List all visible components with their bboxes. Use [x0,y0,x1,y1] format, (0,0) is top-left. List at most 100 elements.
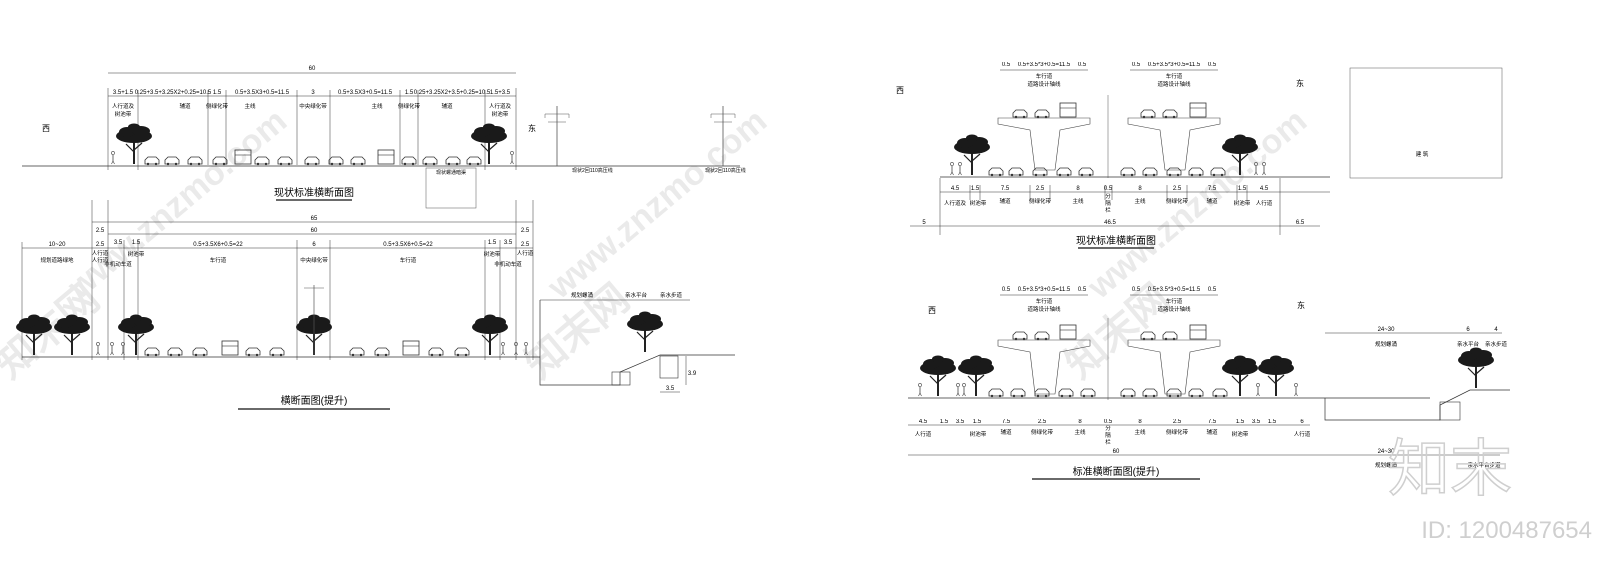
lane-label: 车行道 [1166,297,1183,305]
dim-label: 1.5 [213,90,222,96]
dim-label: 2.5 [1173,186,1182,192]
lane-label: 树池带 [128,250,145,258]
lane-label: 侧绿化带 [1166,428,1189,436]
lane-label: 车行道 [1036,72,1053,80]
lane-label: 隔 [1105,431,1111,439]
watermark-logo: 知末 [1388,435,1512,504]
lane-label: 主线 [1074,428,1086,436]
lane-label: 主线 [1134,197,1146,205]
lane-label: 树池带 [492,110,509,118]
dim-label: 0.5 [1104,419,1113,425]
watermark-id: ID: 1200487654 [1421,517,1592,544]
dim-label: 0.5 [1132,62,1141,68]
lane-label: 辅道 [1206,197,1218,205]
dim-label: 6 [1466,327,1470,333]
direction-east: 东 [1297,300,1305,310]
dim-label: 1.5 [1236,419,1245,425]
dim-label: 1.5 [940,419,949,425]
dim-total: 65 [311,216,318,222]
direction-east: 东 [528,123,536,133]
watermark-site: www.znzmo.com [60,102,294,307]
dim-label: 3.5 [1252,419,1261,425]
dim-label: 0.25+3.5+3.25X2+0.25=10.5 [135,90,212,96]
lane-label: 人行道及 [489,102,512,110]
dim-label: 1.5+3.5 [490,90,511,96]
dim-label: 1.5 [1238,186,1247,192]
lane-label: 主线 [1134,428,1146,436]
dim-label: 2.5 [1036,186,1045,192]
dim-label: 3.5 [956,419,965,425]
dim-label: 0.5+3.5*3+0.5=11.5 [1148,287,1201,293]
dim-label: 1.5 [488,240,497,246]
dim-label: 3.5 [114,240,123,246]
title-upgrade: 横断面图(提升) [281,394,348,407]
lane-label: 分 [1105,192,1111,200]
dim-label: 0.5+3.5X6+0.5=22 [383,242,433,248]
dim-label: 3.9 [688,371,697,377]
dim-label: 0.25+3.25X2+3.5+0.25=10.5 [414,90,491,96]
river-label: 亲水步道 [660,291,683,299]
lane-label: 辅道 [1000,428,1012,436]
title-upgrade: 标准横断面图(提升) [1073,465,1160,478]
lane-label: 侧绿化带 [398,102,421,110]
building-label: 建 筑 [1416,150,1429,158]
lane-label: 道路设计轴线 [1157,80,1191,88]
dim-label: 10~20 [49,242,67,248]
lane-label: 非机动车道 [494,260,522,268]
direction-east: 东 [1296,78,1304,88]
dim-label: 1.5 [132,240,141,246]
dim-label: 2.5 [96,228,105,234]
lane-label: 树池带 [1232,430,1249,438]
lane-label: 人行道及 [944,199,967,207]
watermark-site: www.znzmo.com [540,102,774,307]
dim-label: 0.5 [1104,186,1113,192]
river-label: 规划螺涌 [1375,461,1397,469]
dim-label: 7.5 [1208,186,1217,192]
dim-label: 46.5 [1104,220,1116,226]
dim-label: 6 [1300,419,1304,425]
dim-label: 0.5 [1078,62,1087,68]
watermark-brand: 知末网 [0,276,108,387]
lane-label: 人行道 [1294,430,1311,438]
lane-label: 树池带 [1234,199,1251,207]
dim-label: 8 [1076,186,1080,192]
dim-label: 0.5 [1208,62,1217,68]
lane-label: 中央绿化带 [300,256,328,264]
river-label: 规划螺涌 [571,291,593,299]
vehicles-row [988,167,1226,177]
dim-label: 8 [1138,186,1142,192]
dim-total: 60 [311,228,318,234]
lane-label: 主线 [1072,197,1084,205]
title-existing: 现状标准横断面图 [274,186,354,199]
dim-label: 1.5 [973,419,982,425]
lane-label: 树池带 [484,250,501,258]
lane-label: 栏 [1105,438,1111,446]
lane-label: 栏 [1105,206,1111,214]
lane-label: 车行道 [1166,72,1183,80]
lane-label: 车行道 [210,256,227,264]
lane-label: 车行道 [400,256,417,264]
dim-label: 0.5+3.5*3+0.5=11.5 [1018,62,1071,68]
dim-label: 0.5 [1002,62,1011,68]
dim-label: 2.5 [1038,419,1047,425]
powerline-label: 现状2回110高压线 [572,167,613,174]
lane-label: 侧绿化带 [206,102,229,110]
dim-label: 7.5 [1001,186,1010,192]
dim-label: 1.5 [971,186,980,192]
direction-west: 西 [42,124,50,133]
dim-label: 0.5+3.5*3+0.5=11.5 [1148,62,1201,68]
direction-west: 西 [896,86,904,95]
lane-label: 道路设计轴线 [1027,80,1061,88]
dim-label: 1.5 [405,90,414,96]
lane-label: 主线 [244,102,256,110]
lane-label: 人行道 [517,249,534,257]
lane-label: 辅道 [1206,428,1218,436]
dim-label: 7.5 [1002,419,1011,425]
dim-label: 0.5+3.5X3+0.5=11.5 [235,90,290,96]
lane-label: 侧绿化带 [1029,197,1052,205]
dim-label: 24~30 [1378,327,1396,333]
lane-label: 道路设计轴线 [1027,305,1061,313]
dim-label: 4.5 [951,186,960,192]
left-drawing: 60 3.5+1.5 0.25+3.5+3.25X2+0.25=10.5 1.5… [15,66,746,410]
